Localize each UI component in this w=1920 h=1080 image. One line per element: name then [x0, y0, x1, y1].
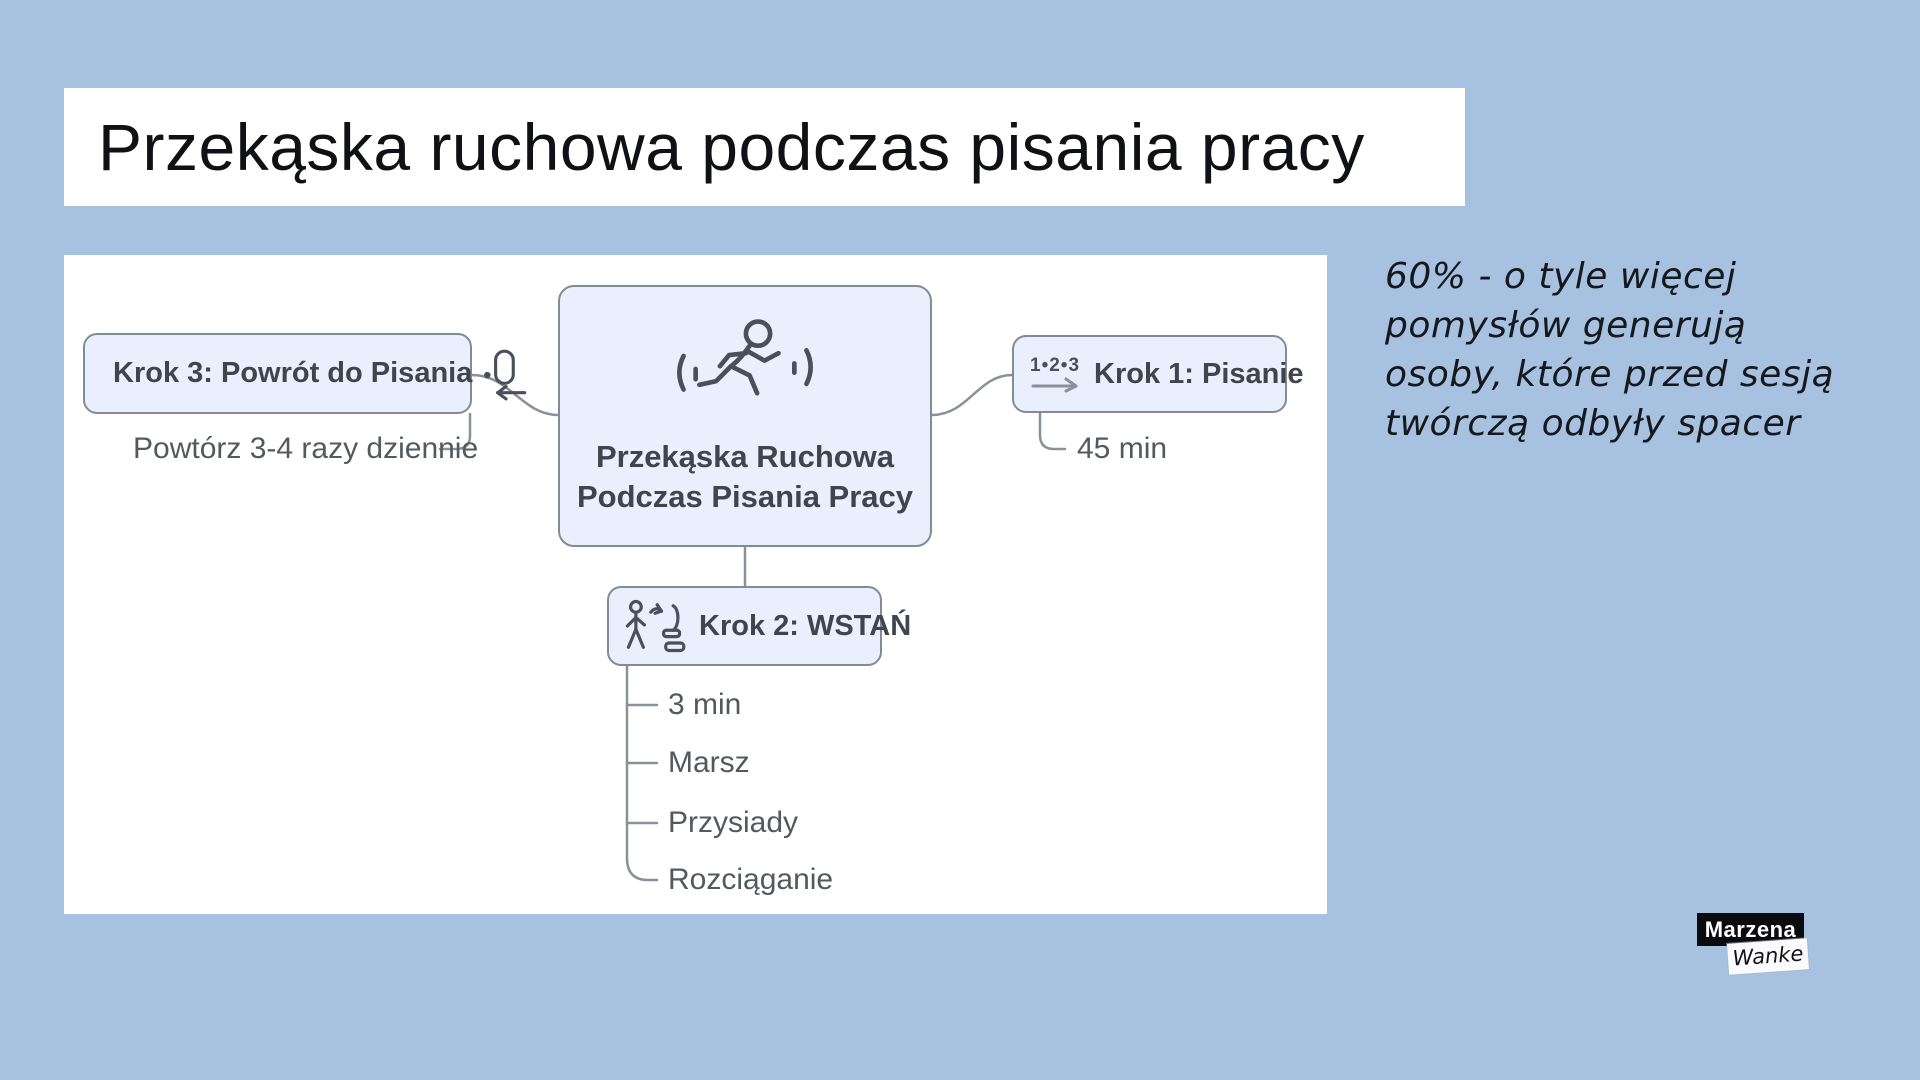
author-logo: Marzena Wanke	[1697, 913, 1817, 983]
krok3-node: Krok 3: Powrót do Pisania	[83, 333, 527, 414]
steps-icon-numbers: 1•2•3	[1030, 354, 1081, 376]
krok2-node: Krok 2: WSTAŃ	[607, 586, 911, 666]
running-person-icon	[670, 315, 820, 423]
krok2-node-label: Krok 2: WSTAŃ	[699, 609, 912, 642]
title-bar: Przekąska ruchowa podczas pisania pracy	[64, 88, 1465, 206]
krok2-child-3min: 3 min	[668, 688, 742, 721]
slide-title: Przekąska ruchowa podczas pisania pracy	[98, 110, 1365, 184]
return-arrow-icon	[482, 347, 530, 401]
author-last-name: Wanke	[1727, 938, 1809, 975]
central-node-label-line2: Podczas Pisania Pracy	[576, 479, 914, 514]
central-node: Przekąska Ruchowa Podczas Pisania Pracy	[558, 285, 932, 547]
statistic-note: 60% - o tyle więcej pomysłów generują os…	[1385, 256, 1835, 444]
krok2-child-rozciaganie: Rozciąganie	[668, 863, 834, 896]
numbered-steps-arrow-icon: 1•2•3	[1030, 356, 1080, 393]
krok3-child-powtorz: Powtórz 3-4 razy dziennie	[133, 432, 479, 465]
krok2-child-przysiady: Przysiady	[668, 806, 799, 839]
connector-lines	[438, 373, 1067, 882]
stand-up-from-chair-icon	[621, 598, 687, 654]
krok1-node: 1•2•3 Krok 1: Pisanie	[1012, 335, 1304, 413]
krok1-node-label: Krok 1: Pisanie	[1094, 357, 1304, 390]
krok2-child-marsz: Marsz	[668, 746, 750, 779]
krok1-child-45min: 45 min	[1077, 432, 1168, 465]
mindmap-panel: Przekąska Ruchowa Podczas Pisania Pracy …	[64, 255, 1327, 914]
central-node-label-line1: Przekąska Ruchowa	[595, 439, 895, 474]
krok3-node-label: Krok 3: Powrót do Pisania	[113, 357, 473, 389]
author-first-name: Marzena	[1697, 913, 1804, 946]
